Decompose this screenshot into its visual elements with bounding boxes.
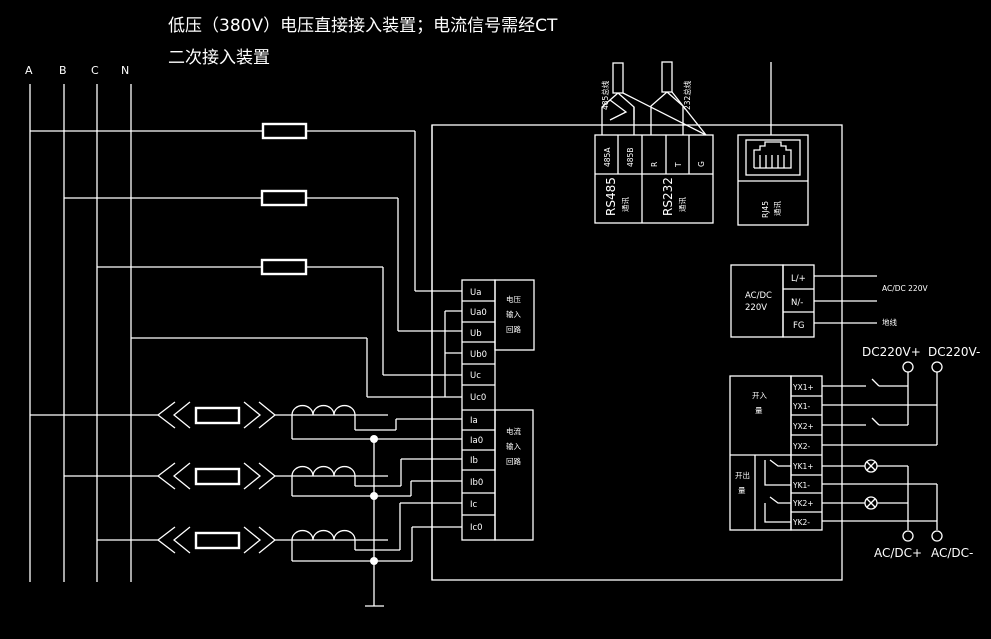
rj45-sub-label: 通讯: [772, 201, 782, 216]
rs232-sub-label: 通讯: [677, 197, 687, 212]
title-line-2: 二次接入装置: [168, 48, 270, 68]
cable-232-label: 232总线: [682, 80, 692, 110]
phase-label-b: B: [59, 64, 67, 77]
rs485-connector: [612, 62, 624, 94]
terminal-485a: 485A: [603, 147, 612, 167]
ac-plus-label: AC/DC+: [874, 546, 922, 560]
dc-plus-label: DC220V+: [862, 345, 921, 359]
terminal-ub: Ub: [470, 329, 482, 339]
phase-label-n: N: [121, 64, 129, 77]
voltage-label-3: 回路: [506, 324, 521, 334]
dc-minus-terminal-icon: [931, 361, 943, 373]
rs232-label: RS232: [661, 177, 675, 216]
phase-label-a: A: [25, 64, 33, 77]
terminal-g: G: [697, 161, 706, 167]
di-label-2: 量: [755, 406, 763, 415]
measurement-terminal-block: [461, 279, 535, 541]
current-label-1: 电流: [506, 426, 521, 436]
rj45-block: [737, 62, 809, 226]
terminal-n: N/-: [791, 298, 803, 308]
cable-485-label: 485总线: [600, 80, 610, 110]
terminal-ic: Ic: [470, 500, 478, 510]
terminal-t: T: [674, 162, 683, 168]
rj45-label: RJ45: [761, 201, 770, 218]
voltage-label-2: 输入: [506, 309, 521, 319]
power-block-label-2: 220V: [745, 303, 767, 313]
terminal-yk1-minus: YK1-: [792, 481, 810, 490]
rs485-sub-label: 通讯: [620, 197, 630, 212]
rs232-connector: [661, 61, 673, 93]
terminal-yx2-plus: YX2+: [792, 422, 814, 431]
ct-primary-c: [194, 531, 241, 550]
terminal-yk1-plus: YK1+: [792, 462, 814, 471]
di-label-1: 开入: [752, 391, 767, 400]
power-block-label-1: AC/DC: [745, 291, 772, 301]
ac-minus-label: AC/DC-: [931, 546, 973, 560]
terminal-ic0: Ic0: [470, 523, 483, 533]
device-outline: [431, 124, 843, 581]
ct-coil-a: [291, 404, 356, 416]
terminal-ib: Ib: [470, 456, 478, 466]
terminal-yk2-minus: YK2-: [792, 518, 810, 527]
phase-label-c: C: [91, 64, 99, 77]
terminal-ub0: Ub0: [470, 350, 487, 360]
terminal-uc0: Uc0: [470, 393, 486, 403]
terminal-ib0: Ib0: [470, 478, 483, 488]
terminal-485b: 485B: [626, 148, 635, 167]
ac-plus-terminal-icon: [902, 530, 914, 542]
voltage-wiring: [30, 122, 462, 398]
phase-buses: [29, 84, 132, 582]
terminal-yx2-minus: YX2-: [792, 442, 810, 451]
dc-plus-terminal-icon: [902, 361, 914, 373]
voltage-label-1: 电压: [506, 294, 521, 304]
terminal-ia0: Ia0: [470, 436, 483, 446]
power-block: [730, 264, 877, 338]
fuse-c: [260, 258, 308, 276]
ground-label: 地线: [882, 317, 897, 327]
current-wiring: [30, 401, 462, 607]
terminal-r: R: [650, 162, 659, 167]
terminal-l: L/+: [791, 274, 806, 284]
terminal-yk2-plus: YK2+: [792, 499, 814, 508]
current-label-3: 回路: [506, 456, 521, 466]
ct-coil-b: [291, 465, 356, 477]
terminal-ua0: Ua0: [470, 308, 487, 318]
rs485-label: RS485: [604, 177, 618, 216]
terminal-fg: FG: [793, 321, 804, 331]
terminal-yx1-minus: YX1-: [792, 402, 810, 411]
io-block: [729, 361, 943, 542]
title-line-1: 低压（380V）电压直接接入装置；电流信号需经CT: [168, 16, 558, 36]
ct-primary-a: [194, 406, 241, 425]
rj45-port-icon: [753, 141, 792, 169]
do-label-2: 量: [738, 486, 746, 495]
fuse-b: [260, 189, 308, 207]
terminal-ua: Ua: [470, 288, 481, 298]
ct-primary-b: [194, 467, 241, 486]
power-supply-label: AC/DC 220V: [882, 284, 928, 293]
ac-minus-terminal-icon: [931, 530, 943, 542]
do-label-1: 开出: [735, 470, 750, 480]
dc-minus-label: DC220V-: [928, 345, 980, 359]
ct-coil-c: [291, 529, 356, 541]
terminal-ia: Ia: [470, 416, 478, 426]
fuse-a: [261, 122, 308, 140]
terminal-yx1-plus: YX1+: [792, 383, 814, 392]
current-label-2: 输入: [506, 441, 521, 451]
terminal-uc: Uc: [470, 371, 481, 381]
comm-block: [594, 61, 714, 224]
